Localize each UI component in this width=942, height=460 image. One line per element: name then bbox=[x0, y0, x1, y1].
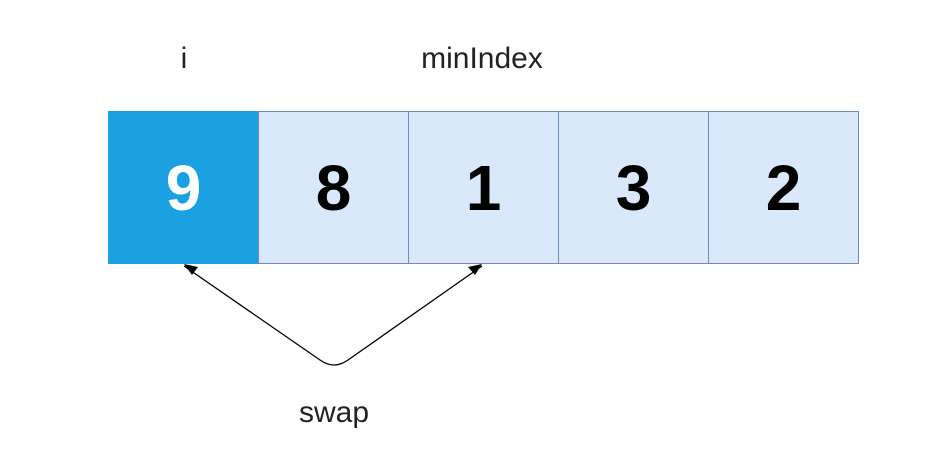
array-cell-2: 1 bbox=[408, 111, 559, 264]
swap-label: swap bbox=[298, 396, 370, 429]
array-cell-1: 8 bbox=[258, 111, 409, 264]
pointer-label-i: i bbox=[180, 42, 188, 75]
array-cell-3: 3 bbox=[558, 111, 709, 264]
arrowhead-left-icon bbox=[184, 264, 198, 275]
swap-connector-curve bbox=[183, 265, 483, 366]
array-cell-4: 2 bbox=[708, 111, 859, 264]
pointer-label-min-index: minIndex bbox=[421, 42, 543, 75]
arrowhead-right-icon bbox=[468, 264, 482, 275]
array-row: 9 8 1 3 2 bbox=[108, 111, 859, 264]
array-cell-0: 9 bbox=[108, 111, 259, 264]
